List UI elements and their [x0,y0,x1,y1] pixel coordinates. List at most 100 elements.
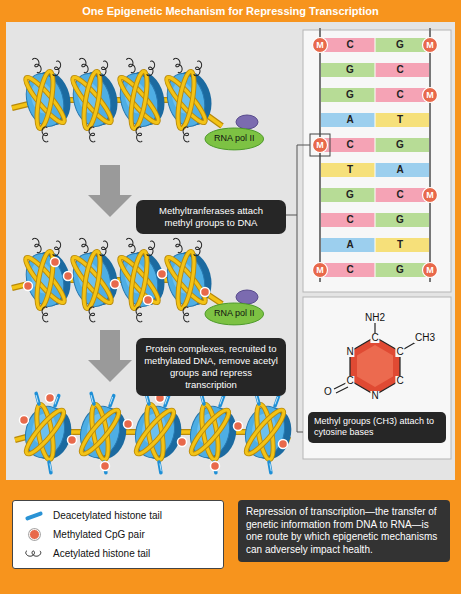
acetylated-tail [183,307,189,322]
tail-body [159,462,161,473]
base [375,63,429,77]
dna-wrap [77,406,123,457]
tail-shine [275,397,277,404]
methyl-dot [178,438,187,447]
methyl-dot [144,296,153,305]
methyl-mark: M [316,141,324,150]
acetylated-tail [79,57,89,73]
node-text: Repression of transcription—the transfer… [246,506,442,556]
base [375,88,429,102]
acetylated-tail [100,61,109,77]
base [321,138,375,152]
down-arrow [88,330,132,382]
base [321,238,375,252]
nucleosome [161,66,218,133]
acetylated-tail [147,61,156,77]
tail-shine [256,395,258,402]
acetylated-tail [136,127,142,142]
acetylated-tail [53,241,62,257]
base-pair-split [375,138,376,152]
nucleosome-rows [12,57,297,473]
histone-face [162,249,211,310]
dna-ladder [313,38,438,278]
methyl-mark: M [426,91,434,100]
methyl-dot [20,416,29,425]
deacetylated-tail [49,462,52,473]
acetylated-tail [42,127,48,142]
methyl-dot [68,436,77,445]
nucleosome [20,66,77,133]
curl-line [26,551,41,556]
base-pair-split [375,38,376,52]
dna-panel [303,30,451,292]
base [321,163,375,177]
base [375,188,429,202]
tail-body [91,393,94,404]
dna-wrap [187,406,233,457]
nucleosome [114,66,171,133]
methyl-mark: M [426,191,434,200]
histone-face [130,402,180,462]
ring-inner [357,345,393,387]
tail-body [36,393,39,404]
tail-shine [110,397,112,404]
methyl-circle [423,88,438,103]
acetylated-tail [100,241,109,257]
enzyme-blob: RNA pol II [205,128,264,150]
legend-sample [21,546,47,562]
ring [350,337,400,395]
dna-wrap [187,406,233,457]
base-letter: C [346,215,353,225]
dna-wrap [77,406,123,457]
dna-wrap [175,250,197,309]
histone-face [240,402,290,462]
base [321,263,375,277]
dna-wrap [132,406,178,457]
note-box: Methyl groups (CH3) attach to cytosine b… [308,412,446,443]
bond [334,383,346,389]
base-letter: G [396,265,404,275]
base [375,213,429,227]
methyl-dot [51,258,60,267]
tail-body [55,396,59,406]
acetylated-tail [136,307,142,322]
histone-face [162,69,211,130]
nucleosome [20,246,77,313]
node-text: Protein complexes, recruited to methylat… [144,343,278,391]
histone-face [68,249,117,310]
base-letter: G [346,190,354,200]
methyl-dot [211,462,220,471]
structure-panel [303,297,451,459]
tail-shine [160,464,161,471]
legend-swatch [25,511,43,521]
methyl-dot [111,280,120,289]
acetylated-tail [194,241,203,257]
tail-body [49,462,51,473]
dna-wrap [132,406,178,457]
acetylated-tail [53,61,62,77]
atom-label: CH3 [414,333,436,343]
base [321,213,375,227]
node-text: RNA pol II [214,134,255,144]
methyl-dot [24,282,33,291]
base-pair-split [375,163,376,177]
base-letter: C [396,65,403,75]
histone-face [115,69,164,130]
base-pair-split [375,213,376,227]
deacetylated-tail [159,462,162,473]
base-letter: T [397,115,403,125]
tail-shine [55,397,57,404]
deacetylated-tail [269,462,272,473]
nucleosome [129,400,187,466]
base-pair-split [375,238,376,252]
legend-sample [21,508,47,524]
base [375,263,429,277]
methyl-circle [423,188,438,203]
dna-wrap [22,406,68,457]
cytosine-structure [334,323,416,395]
base-pair-split [375,63,376,77]
methyl-dot [158,270,167,279]
base [375,38,429,52]
base-letter: A [346,115,353,125]
